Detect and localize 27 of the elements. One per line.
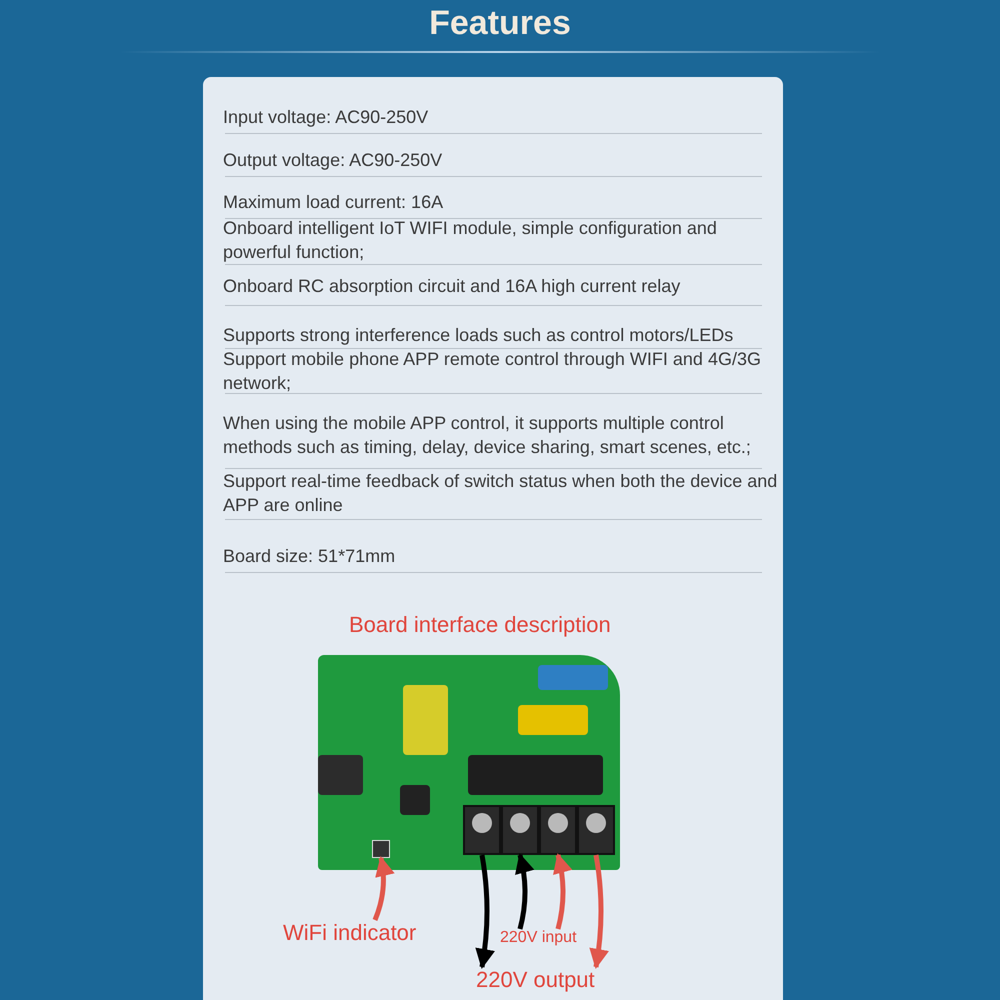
- callout-label: 220V input: [500, 929, 590, 953]
- screw-terminal: [463, 805, 501, 855]
- arrow: [475, 854, 495, 969]
- feature-text: When using the mobile APP control, it supports multiple control methods such as timing, delay, device sharing, smart scenes, etc.;: [223, 412, 752, 459]
- circuit-board-picture: [318, 655, 620, 870]
- feature-text: Onboard intelligent IoT WIFI module, simple configuration and powerful function;: [223, 217, 718, 264]
- arrow: [372, 856, 394, 921]
- arrow: [552, 853, 572, 930]
- led-indicator: [372, 840, 390, 858]
- page-title: Features: [428, 4, 572, 43]
- feature-text: Support mobile phone APP remote control through WIFI and 4G/3G network;: [223, 348, 762, 395]
- callout-label: WiFi indicator: [283, 920, 443, 950]
- feature-text: Supports strong interference loads such as control motors/LEDs: [223, 324, 734, 347]
- feature-text: Input voltage: AC90-250V: [223, 106, 430, 129]
- feature-text: Maximum load current: 16A: [223, 191, 444, 214]
- relay: [468, 755, 603, 795]
- feature-text: Onboard RC absorption circuit and 16A high current relay: [223, 275, 682, 298]
- feature-text: Output voltage: AC90-250V: [223, 149, 444, 172]
- arrow: [589, 854, 609, 969]
- callout-label: 220V output: [476, 967, 616, 999]
- feature-text: Support real-time feedback of switch status when both the device and APP are online: [223, 470, 778, 517]
- section-heading: Board interface description: [349, 611, 611, 639]
- arrow: [514, 853, 534, 930]
- screw-terminal: [539, 805, 577, 855]
- feature-text: Board size: 51*71mm: [223, 545, 396, 568]
- screw-terminal: [501, 805, 539, 855]
- screw-terminal: [577, 805, 615, 855]
